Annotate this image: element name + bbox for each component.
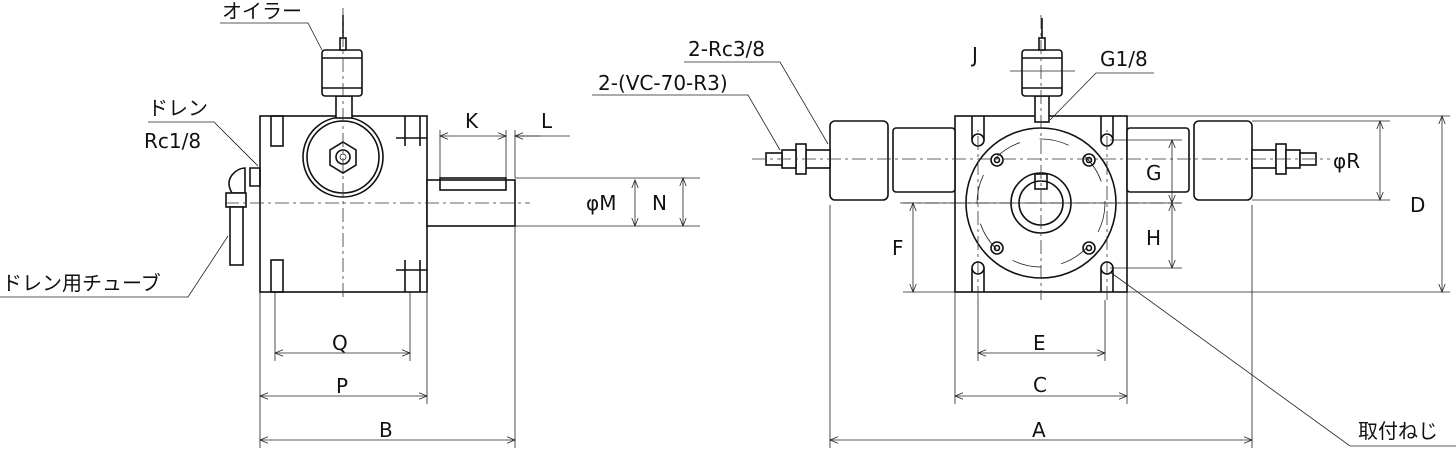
- mount-screw-label: 取付ねじ: [1358, 419, 1438, 443]
- front-view: E C A φR D G H F J G1/8 2-Rc3/8 2-(VC-70…: [592, 15, 1456, 448]
- dim-R: φR: [1333, 149, 1360, 173]
- left-cylinder: [765, 120, 956, 201]
- dim-D: D: [1410, 193, 1425, 217]
- oil-port-label: G1/8: [1100, 47, 1148, 71]
- oiler: [321, 49, 363, 97]
- dim-B: B: [379, 418, 393, 442]
- dim-E: E: [1033, 331, 1046, 355]
- dim-L: L: [541, 109, 553, 133]
- drain-elbow: [228, 167, 261, 194]
- dim-N: N: [652, 191, 667, 215]
- dim-M: φM: [586, 191, 616, 215]
- oiler-front: [1021, 49, 1063, 97]
- dim-Q: Q: [332, 331, 348, 355]
- hex-nut: [329, 141, 357, 174]
- dim-C: C: [1033, 373, 1047, 397]
- drain-tube: [229, 206, 244, 266]
- drain-tube-label: ドレン用チューブ: [2, 271, 161, 295]
- dim-J: J: [970, 43, 978, 67]
- dim-F: F: [892, 236, 904, 260]
- drain-label: ドレン: [148, 96, 208, 120]
- dim-A: A: [1032, 418, 1046, 442]
- shaft-key: [439, 177, 507, 191]
- dim-G: G: [1146, 161, 1162, 185]
- oiler-label: オイラー: [222, 0, 302, 23]
- drain-size-label: Rc1/8: [144, 129, 201, 153]
- valve-label: 2-(VC-70-R3): [598, 71, 728, 95]
- flange-bolts: [990, 153, 1096, 255]
- port-label: 2-Rc3/8: [688, 37, 765, 61]
- dim-P: P: [336, 374, 348, 398]
- dim-K: K: [465, 109, 479, 133]
- side-view: Q P B K L φM N オイラー ドレン Rc1/8 ドレン用チューブ: [0, 0, 700, 448]
- dim-H: H: [1146, 226, 1161, 250]
